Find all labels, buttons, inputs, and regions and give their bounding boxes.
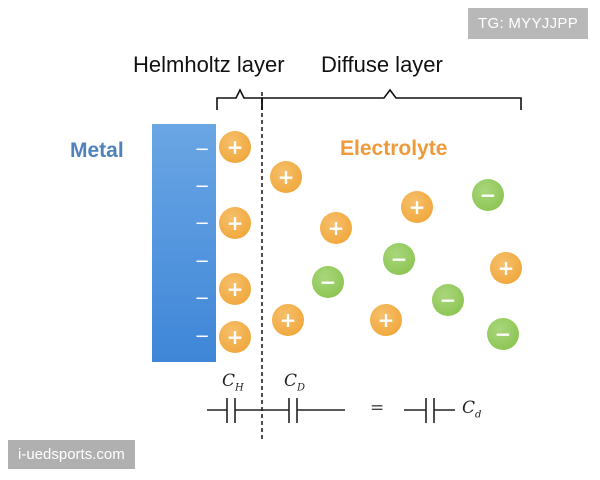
cation-ion: + (401, 191, 433, 223)
anion-ion: − (487, 318, 519, 350)
cation-ion: + (219, 207, 251, 239)
cation-ion: + (320, 212, 352, 244)
watermark-site: i-uedsports.com (8, 440, 135, 469)
surface-negative-charge: − (194, 288, 209, 309)
ions-layer: ++++++++++−−−−− (219, 131, 522, 353)
svg-text:−: − (391, 247, 408, 271)
svg-text:−: − (440, 288, 457, 312)
surface-negative-charge: − (194, 251, 209, 272)
diffuse-capacitance-label: CD (284, 371, 306, 394)
svg-text:+: + (328, 216, 345, 240)
cation-ion: + (490, 252, 522, 284)
anion-ion: − (472, 179, 504, 211)
svg-text:+: + (280, 308, 297, 332)
helmholtz-capacitance-label: CH (222, 371, 244, 394)
anion-ion: − (312, 266, 344, 298)
helmholtz-brace (216, 88, 263, 110)
svg-text:−: − (320, 270, 337, 294)
svg-text:+: + (227, 325, 244, 349)
cation-ion: + (270, 161, 302, 193)
svg-text:+: + (409, 195, 426, 219)
total-capacitance-label: Cd (462, 398, 482, 421)
series-capacitor-circuit (207, 398, 345, 423)
cation-ion: + (370, 304, 402, 336)
svg-text:−: − (495, 322, 512, 346)
electrolyte-label: Electrolyte (340, 137, 448, 160)
surface-negative-charge: − (194, 176, 209, 197)
diffuse-layer-label: Diffuse layer (321, 52, 443, 77)
anion-ion: − (383, 243, 415, 275)
diffuse-brace (261, 88, 522, 110)
metal-label: Metal (70, 139, 124, 162)
cation-ion: + (272, 304, 304, 336)
svg-text:+: + (278, 165, 295, 189)
anion-ion: − (432, 284, 464, 316)
metal-electrode (152, 124, 216, 362)
svg-text:+: + (227, 211, 244, 235)
surface-negative-charge: − (194, 139, 209, 160)
surface-negative-charge: − (194, 213, 209, 234)
svg-text:+: + (227, 135, 244, 159)
equals-sign: = (370, 398, 385, 418)
cation-ion: + (219, 273, 251, 305)
metal-surface-charges: − − − − − − (194, 139, 209, 347)
svg-text:−: − (480, 183, 497, 207)
svg-text:+: + (378, 308, 395, 332)
cation-ion: + (219, 321, 251, 353)
cation-ion: + (219, 131, 251, 163)
watermark-tg: TG: MYYJJPP (468, 8, 588, 39)
svg-text:+: + (498, 256, 515, 280)
helmholtz-layer-label: Helmholtz layer (133, 52, 285, 77)
svg-text:+: + (227, 277, 244, 301)
equivalent-capacitor (404, 398, 455, 423)
surface-negative-charge: − (194, 326, 209, 347)
